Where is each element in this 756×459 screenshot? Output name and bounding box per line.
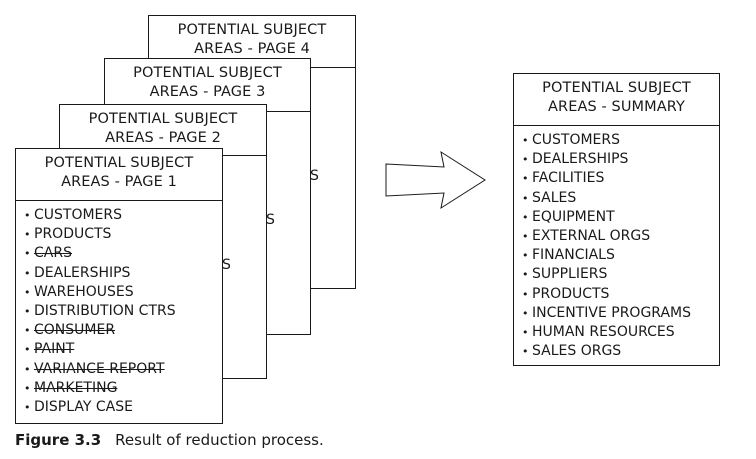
summary-item-label: EXTERNAL ORGS [532,228,651,245]
summary-item: •CUSTOMERS [522,131,719,150]
summary-item: •SUPPLIERS [522,265,719,284]
page-1-item: •CUSTOMERS [24,206,222,225]
bullet-icon: • [522,268,529,282]
summary-item-label: INCENTIVE PROGRAMS [532,304,691,321]
summary-title-line2: AREAS - SUMMARY [548,99,685,115]
page-1-item: •PAINT [24,340,222,359]
page-2-partial-text: S [222,257,231,273]
page-4-title-line1: POTENTIAL SUBJECT [177,22,327,38]
summary-header: POTENTIAL SUBJECT AREAS - SUMMARY [514,74,719,126]
bullet-icon: • [24,285,31,299]
page-4-partial-text: S [310,168,319,184]
page-1-item: •CARS [24,244,222,263]
figure-caption: Figure 3.3 Result of reduction process. [15,431,324,449]
page-1-item-label: VARIANCE REPORT [34,360,165,377]
page-1-item: •DISPLAY CASE [24,398,222,417]
page-2-title-line1: POTENTIAL SUBJECT [88,111,238,127]
bullet-icon: • [24,305,31,319]
page-1-item-label: DISPLAY CASE [34,399,133,416]
page-1-item: •CONSUMER [24,321,222,340]
summary-item: •HUMAN RESOURCES [522,323,719,342]
page-1-item-label: CUSTOMERS [34,207,123,223]
summary-item: •PRODUCTS [522,285,719,304]
bullet-icon: • [522,134,529,147]
summary-item: •EXTERNAL ORGS [522,227,719,246]
summary-item-label: EQUIPMENT [532,208,615,225]
page-1-item: •WAREHOUSES [24,283,222,302]
page-4-title-line2: AREAS - PAGE 4 [194,41,310,57]
summary-item: •DEALERSHIPS [522,150,719,169]
page-1-item-label: MARKETING [34,379,118,396]
bullet-icon: • [24,381,31,395]
page-1-title-line1: POTENTIAL SUBJECT [44,155,194,171]
summary-item-label: SALES ORGS [532,343,622,360]
bullet-icon: • [522,230,529,244]
page-2-title-line2: AREAS - PAGE 2 [105,130,221,146]
bullet-icon: • [24,247,31,261]
bullet-icon: • [522,153,529,167]
page-1-item: •VARIANCE REPORT [24,360,222,379]
page-3-title-line2: AREAS - PAGE 3 [149,84,266,100]
page-1-item-label: CONSUMER [34,322,116,339]
figure-caption-text: Result of reduction process. [115,431,324,449]
summary-item-list: •CUSTOMERS•DEALERSHIPS•FACILITIES•SALES•… [514,126,719,361]
subject-areas-page-1: POTENTIAL SUBJECT AREAS - PAGE 1 •CUSTOM… [15,148,223,424]
page-1-item-list: •CUSTOMERS•PRODUCTS•CARS•DEALERSHIPS•WAR… [16,201,222,417]
summary-item-label: DEALERSHIPS [532,151,629,168]
bullet-icon: • [522,345,529,359]
page-1-item-label: PAINT [34,341,75,358]
bullet-icon: • [522,249,529,263]
page-1-item-label: CARS [34,245,72,262]
summary-item-label: FACILITIES [532,170,605,187]
bullet-icon: • [24,266,31,280]
summary-item-label: FINANCIALS [532,247,615,264]
bullet-icon: • [24,401,31,415]
summary-item-label: PRODUCTS [532,285,610,302]
bullet-icon: • [24,362,31,376]
summary-item: •FACILITIES [522,169,719,188]
page-1-item: •DISTRIBUTION CTRS [24,302,222,321]
summary-item: •FINANCIALS [522,246,719,265]
page-1-title-line2: AREAS - PAGE 1 [61,174,177,190]
page-1-item-label: PRODUCTS [34,226,112,243]
bullet-icon: • [522,210,529,224]
page-3-partial-text: S [266,212,275,228]
page-1-item: •DEALERSHIPS [24,264,222,283]
figure-number: Figure 3.3 [15,431,102,449]
summary-title-line1: POTENTIAL SUBJECT [542,80,691,96]
right-arrow-icon [385,150,486,210]
page-1-item-label: DISTRIBUTION CTRS [34,303,176,320]
page-1-item: •PRODUCTS [24,225,222,244]
bullet-icon: • [24,209,31,222]
bullet-icon: • [522,306,529,320]
summary-item-label: HUMAN RESOURCES [532,324,675,341]
page-1-header: POTENTIAL SUBJECT AREAS - PAGE 1 [16,149,222,201]
summary-item: •INCENTIVE PROGRAMS [522,304,719,323]
summary-item-label: SUPPLIERS [532,266,608,283]
bullet-icon: • [24,228,31,242]
bullet-icon: • [24,343,31,357]
summary-item: •EQUIPMENT [522,208,719,227]
bullet-icon: • [522,191,529,205]
page-1-item-label: DEALERSHIPS [34,264,131,281]
bullet-icon: • [522,287,529,301]
summary-item-label: SALES [532,189,577,206]
page-1-item: •MARKETING [24,379,222,398]
bullet-icon: • [24,324,31,338]
page-3-title-line1: POTENTIAL SUBJECT [133,65,282,81]
page-1-item-label: WAREHOUSES [34,283,134,300]
bullet-icon: • [522,326,529,340]
summary-item: •SALES [522,189,719,208]
summary-item-label: CUSTOMERS [532,132,621,148]
subject-areas-summary: POTENTIAL SUBJECT AREAS - SUMMARY •CUSTO… [513,73,720,366]
bullet-icon: • [522,172,529,186]
summary-item: •SALES ORGS [522,342,719,361]
